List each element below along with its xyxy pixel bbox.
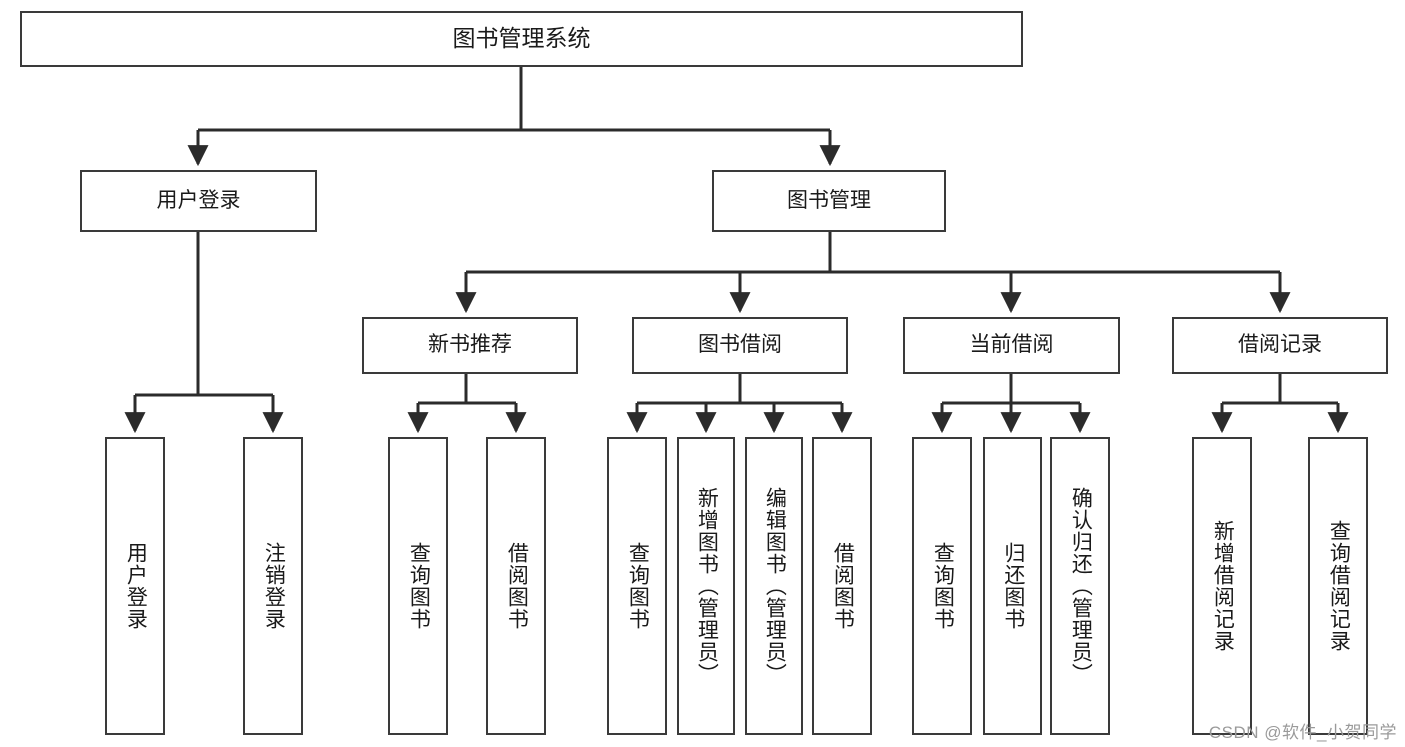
leaf-query-book-3-label: 查询图书 — [931, 542, 955, 630]
leaf-borrow-book-1[interactable]: 借阅图书 — [486, 437, 546, 735]
node-book-borrow[interactable]: 图书借阅 — [632, 317, 848, 374]
leaf-add-book[interactable]: 新增图书（管理员） — [677, 437, 735, 735]
node-new-book-recommend-label: 新书推荐 — [428, 333, 512, 357]
leaf-borrow-book-2[interactable]: 借阅图书 — [812, 437, 872, 735]
leaf-add-record-label: 新增借阅记录 — [1211, 520, 1235, 652]
leaf-query-book-1[interactable]: 查询图书 — [388, 437, 448, 735]
leaf-query-book-2-label: 查询图书 — [626, 542, 650, 630]
leaf-query-book-1-label: 查询图书 — [407, 542, 431, 630]
leaf-confirm-return-label: 确认归还（管理员） — [1069, 487, 1093, 685]
leaf-query-book-2[interactable]: 查询图书 — [607, 437, 667, 735]
leaf-user-login[interactable]: 用户登录 — [105, 437, 165, 735]
leaf-query-book-3[interactable]: 查询图书 — [912, 437, 972, 735]
node-root-label: 图书管理系统 — [452, 25, 591, 52]
leaf-edit-book-label: 编辑图书（管理员） — [763, 487, 787, 685]
node-new-book-recommend[interactable]: 新书推荐 — [362, 317, 578, 374]
node-book-manage-label: 图书管理 — [787, 188, 871, 212]
node-user-login-label: 用户登录 — [156, 188, 241, 212]
node-book-borrow-label: 图书借阅 — [698, 333, 782, 357]
leaf-borrow-book-2-label: 借阅图书 — [831, 542, 855, 630]
leaf-query-record-label: 查询借阅记录 — [1327, 520, 1351, 652]
leaf-confirm-return[interactable]: 确认归还（管理员） — [1050, 437, 1110, 735]
leaf-borrow-book-1-label: 借阅图书 — [505, 542, 529, 630]
csdn-watermark: CSDN @软件_小贺同学 — [1208, 723, 1397, 742]
node-root[interactable]: 图书管理系统 — [20, 11, 1023, 67]
leaf-add-book-label: 新增图书（管理员） — [695, 487, 719, 685]
node-current-borrow[interactable]: 当前借阅 — [903, 317, 1120, 374]
leaf-edit-book[interactable]: 编辑图书（管理员） — [745, 437, 803, 735]
node-user-login[interactable]: 用户登录 — [80, 170, 317, 232]
leaf-logout-login[interactable]: 注销登录 — [243, 437, 303, 735]
node-borrow-record[interactable]: 借阅记录 — [1172, 317, 1388, 374]
leaf-add-record[interactable]: 新增借阅记录 — [1192, 437, 1252, 735]
node-borrow-record-label: 借阅记录 — [1238, 333, 1322, 357]
node-current-borrow-label: 当前借阅 — [969, 333, 1054, 357]
node-book-manage[interactable]: 图书管理 — [712, 170, 946, 232]
leaf-user-login-label: 用户登录 — [124, 542, 148, 630]
leaf-return-book[interactable]: 归还图书 — [983, 437, 1042, 735]
leaf-return-book-label: 归还图书 — [1001, 542, 1025, 630]
leaf-query-record[interactable]: 查询借阅记录 — [1308, 437, 1368, 735]
leaf-logout-login-label: 注销登录 — [262, 542, 286, 630]
